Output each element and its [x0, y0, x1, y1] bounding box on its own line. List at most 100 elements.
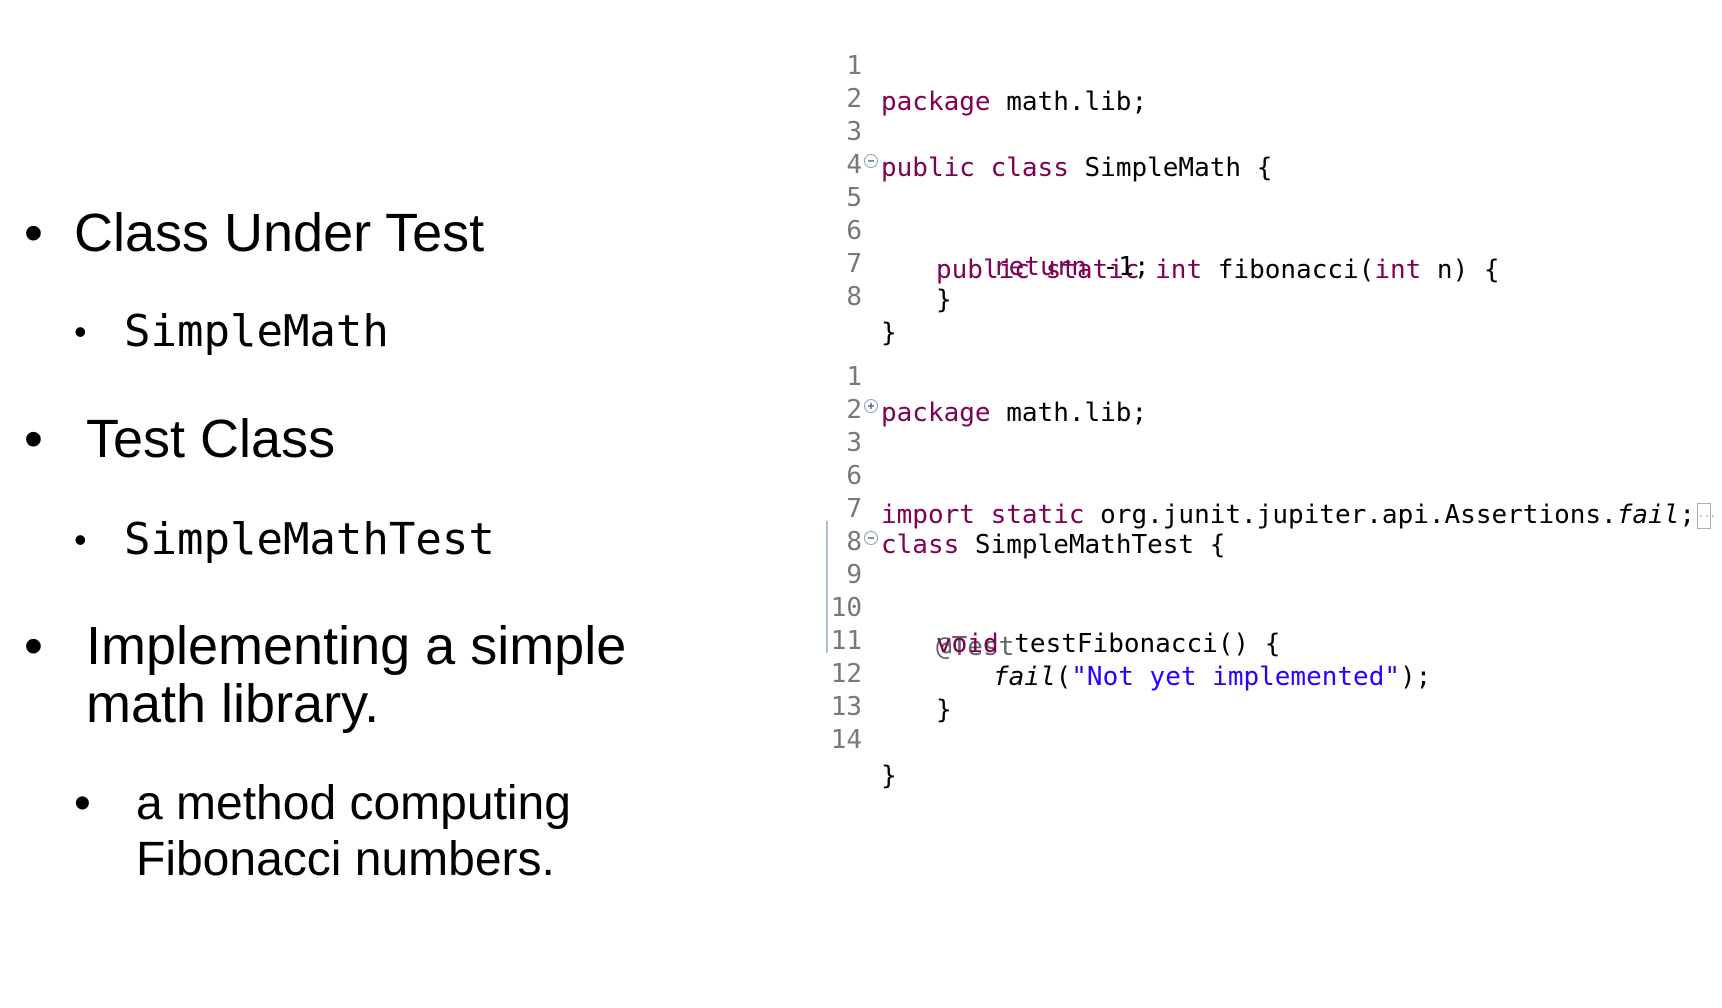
code-line: 10 void testFibonacci() { — [826, 554, 1281, 659]
code-line: 2 — [826, 45, 920, 114]
code-text: fail("Not yet implemented"); — [993, 659, 1431, 695]
identifier: n) { — [1421, 255, 1500, 285]
code-text: } — [936, 695, 952, 725]
code-line: 7 } — [826, 210, 951, 315]
line-number: 3 — [846, 117, 862, 147]
bullet-text: SimpleMath — [124, 306, 389, 357]
identifier: testFibonacci() { — [998, 629, 1281, 659]
bullet-text: Test Class — [86, 409, 336, 469]
keyword: import — [881, 500, 975, 530]
keyword: int — [1374, 255, 1422, 285]
bullet-dot: • — [74, 777, 91, 830]
fold-range-bar — [826, 521, 828, 653]
bullet-implementing: • Implementing a simple math library. — [24, 617, 626, 733]
bullet-dot: • — [74, 311, 87, 352]
code-text: } — [881, 318, 897, 348]
code-text: public class SimpleMath { — [881, 150, 1272, 186]
identifier: fail — [1616, 500, 1680, 530]
code-line: 7 class SimpleMathTest { — [826, 455, 1225, 560]
line-number: 2 — [846, 84, 862, 114]
line-number: 1 — [846, 51, 862, 81]
expand-icon[interactable] — [864, 399, 878, 413]
code-line: 5 public static int fibonacci(int n) { — [826, 144, 1500, 285]
identifier: fibonacci( — [1202, 255, 1375, 285]
keyword: static — [1045, 255, 1140, 285]
identifier: ); — [1400, 662, 1432, 692]
bullet-text-line: Fibonacci numbers. — [136, 833, 555, 886]
bullet-fibonacci-method: • a method computing Fibonacci numbers. — [74, 776, 571, 888]
code-line: 9 @Test — [826, 521, 1014, 662]
code-line: 8 } — [826, 243, 920, 348]
line-number: 6 — [846, 461, 862, 491]
code-text: package math.lib; — [881, 84, 1147, 120]
line-number: 3 — [846, 428, 862, 458]
keyword: class — [990, 153, 1069, 183]
identifier: -1; — [1086, 252, 1150, 282]
line-number: 4 — [846, 150, 862, 180]
line-number: 7 — [846, 494, 862, 524]
code-listings: 1 package math.lib; 2 3 public class Sim… — [826, 0, 1722, 1008]
code-text: @Test — [936, 632, 1015, 662]
line-number: 9 — [846, 560, 862, 590]
identifier: SimpleMathTest { — [959, 530, 1226, 560]
identifier: math.lib; — [990, 87, 1148, 117]
bullet-class-under-test: • Class Under Test — [24, 204, 484, 262]
code-text: } — [936, 285, 952, 315]
bullet-test-class: • Test Class — [24, 410, 335, 468]
identifier: org.junit.jupiter.api.Assertions. — [1084, 500, 1617, 530]
identifier: fail — [993, 662, 1056, 692]
code-text: return -1; — [993, 249, 1150, 285]
code-line: 6 — [826, 422, 920, 491]
line-number: 1 — [846, 362, 862, 392]
line-number: 6 — [846, 216, 862, 246]
bullet-dot: • — [24, 203, 43, 263]
bullet-text-line: a method computing — [136, 777, 571, 830]
keyword: static — [990, 500, 1085, 530]
keyword: int — [1155, 255, 1203, 285]
code-line: 3 public class SimpleMath { — [826, 78, 1272, 183]
collapse-icon[interactable] — [864, 154, 878, 168]
code-text: import static org.junit.jupiter.api.Asse… — [881, 497, 1716, 533]
line-number: 13 — [830, 692, 862, 722]
bullet-text-line: math library. — [86, 674, 380, 734]
code-line: 1 package math.lib; — [826, 12, 1147, 117]
bullet-text: a method computing Fibonacci numbers. — [136, 776, 571, 888]
keyword: return — [993, 252, 1087, 282]
bullet-simplemathtest: • SimpleMathTest — [74, 514, 495, 566]
identifier: math.lib; — [990, 398, 1148, 428]
code-line: 2 — [826, 356, 920, 425]
code-line: 13 — [826, 653, 920, 722]
code-line: 14 } — [826, 686, 920, 791]
line-number: 2 — [846, 395, 862, 425]
bullet-text-line: Implementing a simple — [86, 616, 627, 676]
bullet-text: Implementing a simple math library. — [86, 617, 626, 733]
keyword: void — [936, 629, 999, 659]
collapsed-code-marker[interactable]: ... — [1697, 502, 1716, 529]
code-line: 6 return -1; — [826, 177, 1149, 282]
bullet-dot: • — [24, 409, 43, 469]
code-line: 3 import static org.junit.jupiter.api.As… — [826, 389, 1716, 530]
slide-text: • Class Under Test • SimpleMath • Test C… — [0, 0, 820, 1008]
line-number: 5 — [846, 183, 862, 213]
code-line: 8 — [826, 488, 920, 557]
code-text: class SimpleMathTest { — [881, 527, 1225, 563]
keyword: public — [936, 255, 1030, 285]
bullet-simplemath: • SimpleMath — [74, 306, 389, 358]
identifier: ( — [1055, 662, 1072, 692]
bullet-text: SimpleMathTest — [124, 514, 495, 565]
bullet-text: Class Under Test — [74, 203, 485, 263]
line-number: 8 — [846, 282, 862, 312]
code-line: 12 } — [826, 620, 952, 725]
code-text: void testFibonacci() { — [936, 626, 1280, 662]
keyword: package — [881, 87, 991, 117]
code-line: 11 fail("Not yet implemented"); — [826, 587, 1432, 692]
keyword: public — [881, 153, 975, 183]
identifier: ; — [1679, 500, 1695, 530]
line-number: 8 — [846, 527, 862, 557]
line-number: 10 — [830, 593, 862, 623]
line-number: 14 — [830, 725, 862, 755]
collapse-icon[interactable] — [864, 531, 878, 545]
string-literal: "Not yet implemented" — [1071, 662, 1401, 692]
code-line: 1 package math.lib; — [826, 323, 1147, 428]
bullet-dot: • — [74, 519, 87, 560]
